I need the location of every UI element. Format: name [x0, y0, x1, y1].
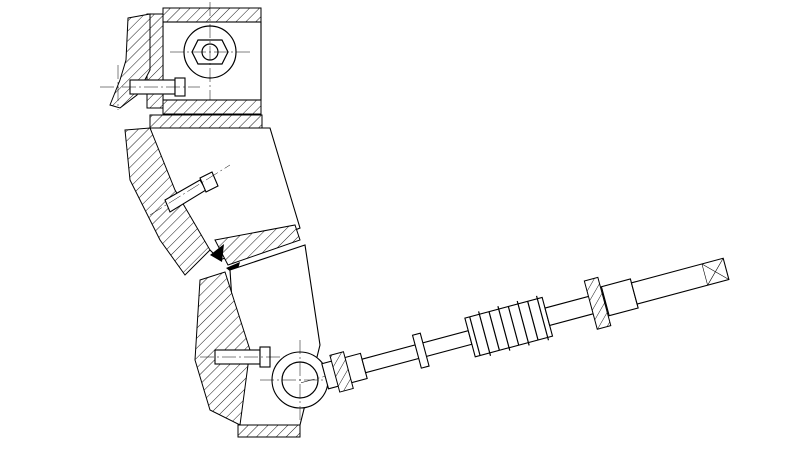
top-bolt — [100, 65, 200, 110]
weld-mark-icon — [210, 244, 224, 262]
top-housing-block — [100, 2, 262, 115]
cylinder-end — [630, 257, 730, 305]
middle-housing-segment — [124, 114, 301, 276]
top-bolt-head-icon — [170, 2, 252, 100]
lower-housing-segment — [194, 244, 340, 438]
pivot-joint — [260, 340, 340, 420]
lower-bolt — [200, 346, 285, 368]
middle-bolt — [149, 164, 231, 216]
actuator-arm — [300, 257, 730, 393]
bellows — [464, 295, 554, 358]
collar — [411, 332, 430, 369]
